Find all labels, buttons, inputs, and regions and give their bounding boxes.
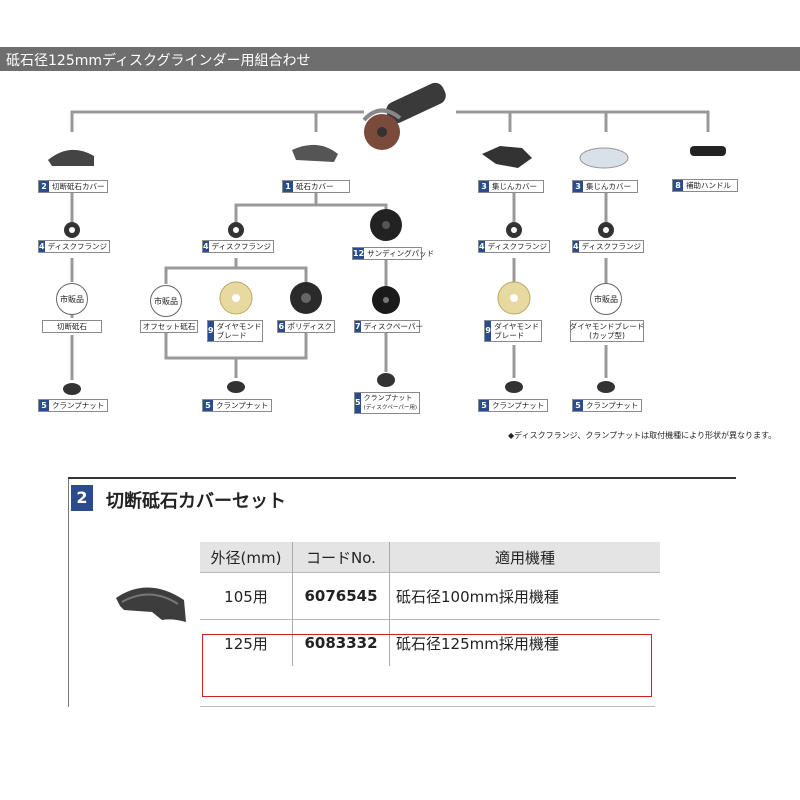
diagram-note: ◆ディスクフランジ、クランプナットは取付機種により形状が異なります。 [508,431,777,440]
label-offset-wheel: オフセット砥石 [140,320,198,333]
header-applicable-models: 適用機種 [389,542,660,573]
table-row: 125用 6083332 砥石径125mm採用機種 [200,619,660,666]
header-outer-diameter: 外径(mm) [200,542,293,573]
cell-models: 砥石径100mm採用機種 [389,572,660,620]
header-code-no: コードNo. [292,542,390,573]
cell-code: 6076545 [292,572,390,620]
grinder-image [362,82,446,150]
page-banner: 砥石径125mmディスクグラインダー用組合わせ [0,47,800,71]
dust-cover-b-image [579,147,629,169]
market-product-badge: 市販品 [150,285,182,317]
market-product-badge: 市販品 [56,283,88,315]
label-cup-diamond-blade: ダイヤモンドブレード(カップ型) [569,320,645,342]
highlight-box [202,634,652,697]
cell-size: 105用 [200,572,293,620]
dust-cover-a-image [482,146,532,168]
section-left-border [68,479,69,707]
table-bottom-border [200,706,655,707]
section-number-badge: 2 [71,485,93,511]
cell-size: 125用 [200,619,293,666]
cell-code: 6083332 [292,619,390,666]
label-cutting-wheel: 切断砥石 [42,320,102,333]
cutting-cover-image [48,149,94,166]
spec-table: 外径(mm) コードNo. 適用機種 105用 6076545 砥石径100mm… [200,542,660,666]
cell-models: 砥石径125mm採用機種 [389,619,660,666]
market-product-badge: 市販品 [590,283,622,315]
table-header-row: 外径(mm) コードNo. 適用機種 [200,542,660,573]
section-divider [68,477,736,479]
banner-title: 砥石径125mmディスクグラインダー用組合わせ [6,53,311,69]
cutting-cover-photo [116,587,186,622]
handle-image [690,146,726,156]
table-row: 105用 6076545 砥石径100mm採用機種 [200,572,660,620]
section-title: 切断砥石カバーセット [106,491,286,512]
wheel-cover-image [292,144,338,162]
combination-diagram [48,82,726,395]
